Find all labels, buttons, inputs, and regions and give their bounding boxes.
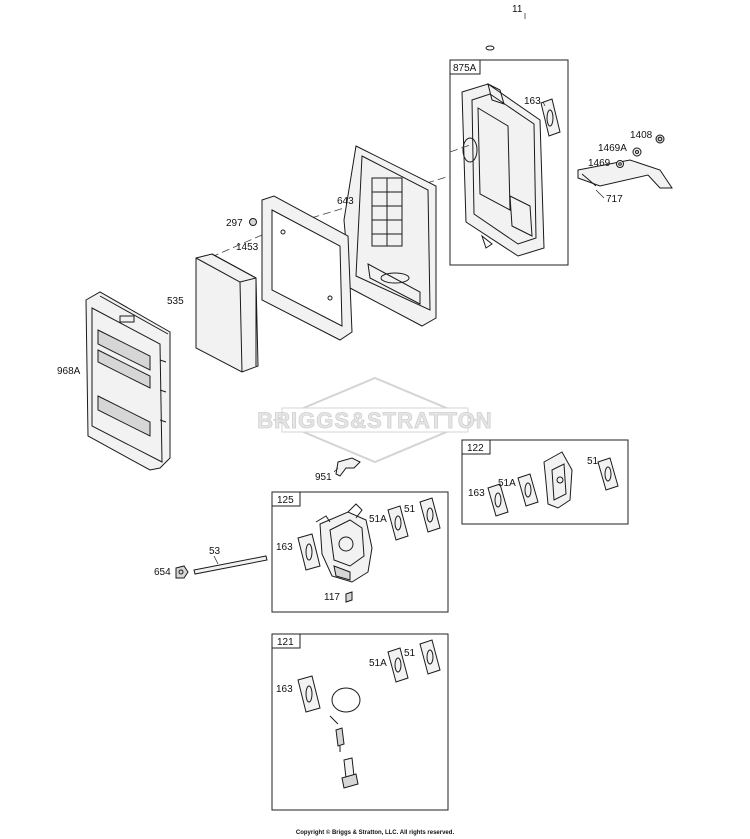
label-1469: 1469 (588, 158, 611, 169)
label-121: 121 (277, 637, 294, 648)
part-163-gasket-125[interactable] (297, 533, 321, 571)
part-297-screw[interactable] (249, 218, 257, 226)
group-122-box (461, 439, 629, 525)
part-51A-gasket-121[interactable] (387, 647, 409, 683)
part-53-stud[interactable] (193, 555, 268, 575)
watermark-text: BRIGGS&STRATTON (257, 408, 492, 433)
part-1408-nut[interactable] (655, 134, 665, 144)
part-121-needle[interactable] (335, 727, 345, 752)
copyright-notice: Copyright © Briggs & Stratton, LLC. All … (296, 829, 455, 836)
label-535: 535 (167, 296, 184, 307)
part-1453-seal-frame[interactable] (261, 195, 353, 341)
label-51A-122: 51A (498, 478, 516, 489)
label-51-122: 51 (587, 456, 599, 467)
part-1469-washer[interactable] (616, 160, 624, 168)
label-163-122: 163 (468, 488, 485, 499)
group-125-box (271, 491, 449, 613)
part-121-pin[interactable] (329, 715, 339, 725)
label-51A-125: 51A (369, 514, 387, 525)
label-117: 117 (324, 592, 340, 603)
label-163-125: 163 (276, 542, 293, 553)
label-163-top: 163 (524, 96, 541, 107)
part-643-filter-holder[interactable] (343, 145, 437, 327)
label-53: 53 (209, 546, 221, 557)
part-654-nut[interactable] (175, 565, 189, 579)
label-1453: 1453 (236, 242, 259, 253)
part-163-gasket-121[interactable] (297, 675, 321, 713)
part-717-bracket[interactable] (577, 159, 673, 189)
part-1469A-washer[interactable] (632, 147, 642, 157)
part-51A-gasket-125[interactable] (387, 505, 409, 541)
label-11: 11 (512, 4, 523, 15)
part-121-bowl-screw[interactable] (341, 757, 359, 789)
part-951-choke-link[interactable] (333, 457, 361, 477)
label-51-121: 51 (404, 648, 416, 659)
alignment-line-base (449, 144, 471, 153)
label-163-121: 163 (276, 684, 293, 695)
part-875A-base[interactable] (461, 83, 545, 257)
group-875A-box (449, 59, 569, 266)
part-535-foam-filter[interactable] (195, 253, 259, 373)
label-643: 643 (337, 196, 354, 207)
label-951: 951 (315, 472, 332, 483)
label-875A: 875A (453, 63, 477, 74)
part-51A-gasket-122[interactable] (517, 473, 539, 507)
part-51-gasket-122[interactable] (597, 457, 619, 491)
label-1408: 1408 (630, 130, 653, 141)
label-51-125: 51 (404, 504, 416, 515)
part-51-gasket-125[interactable] (419, 497, 441, 533)
label-968A: 968A (57, 366, 81, 377)
part-carburetor[interactable] (315, 503, 373, 583)
part-11-tube[interactable] (485, 13, 545, 51)
part-163-gasket-122[interactable] (487, 483, 509, 517)
label-654: 654 (154, 567, 171, 578)
part-121-o-ring[interactable] (331, 687, 361, 713)
label-51A-121: 51A (369, 658, 387, 669)
label-125: 125 (277, 495, 294, 506)
part-163-gasket-top[interactable] (540, 98, 561, 137)
brand-watermark: BRIGGS&STRATTON (257, 376, 492, 464)
group-121-box (271, 633, 449, 811)
part-122-adapter[interactable] (543, 451, 573, 509)
part-968A-cover[interactable] (85, 291, 171, 471)
part-117-jet[interactable] (345, 591, 353, 603)
label-122: 122 (467, 443, 484, 454)
label-1469A: 1469A (598, 143, 627, 154)
label-297: 297 (226, 218, 243, 229)
label-717: 717 (606, 194, 623, 205)
part-51-gasket-121[interactable] (419, 639, 441, 675)
